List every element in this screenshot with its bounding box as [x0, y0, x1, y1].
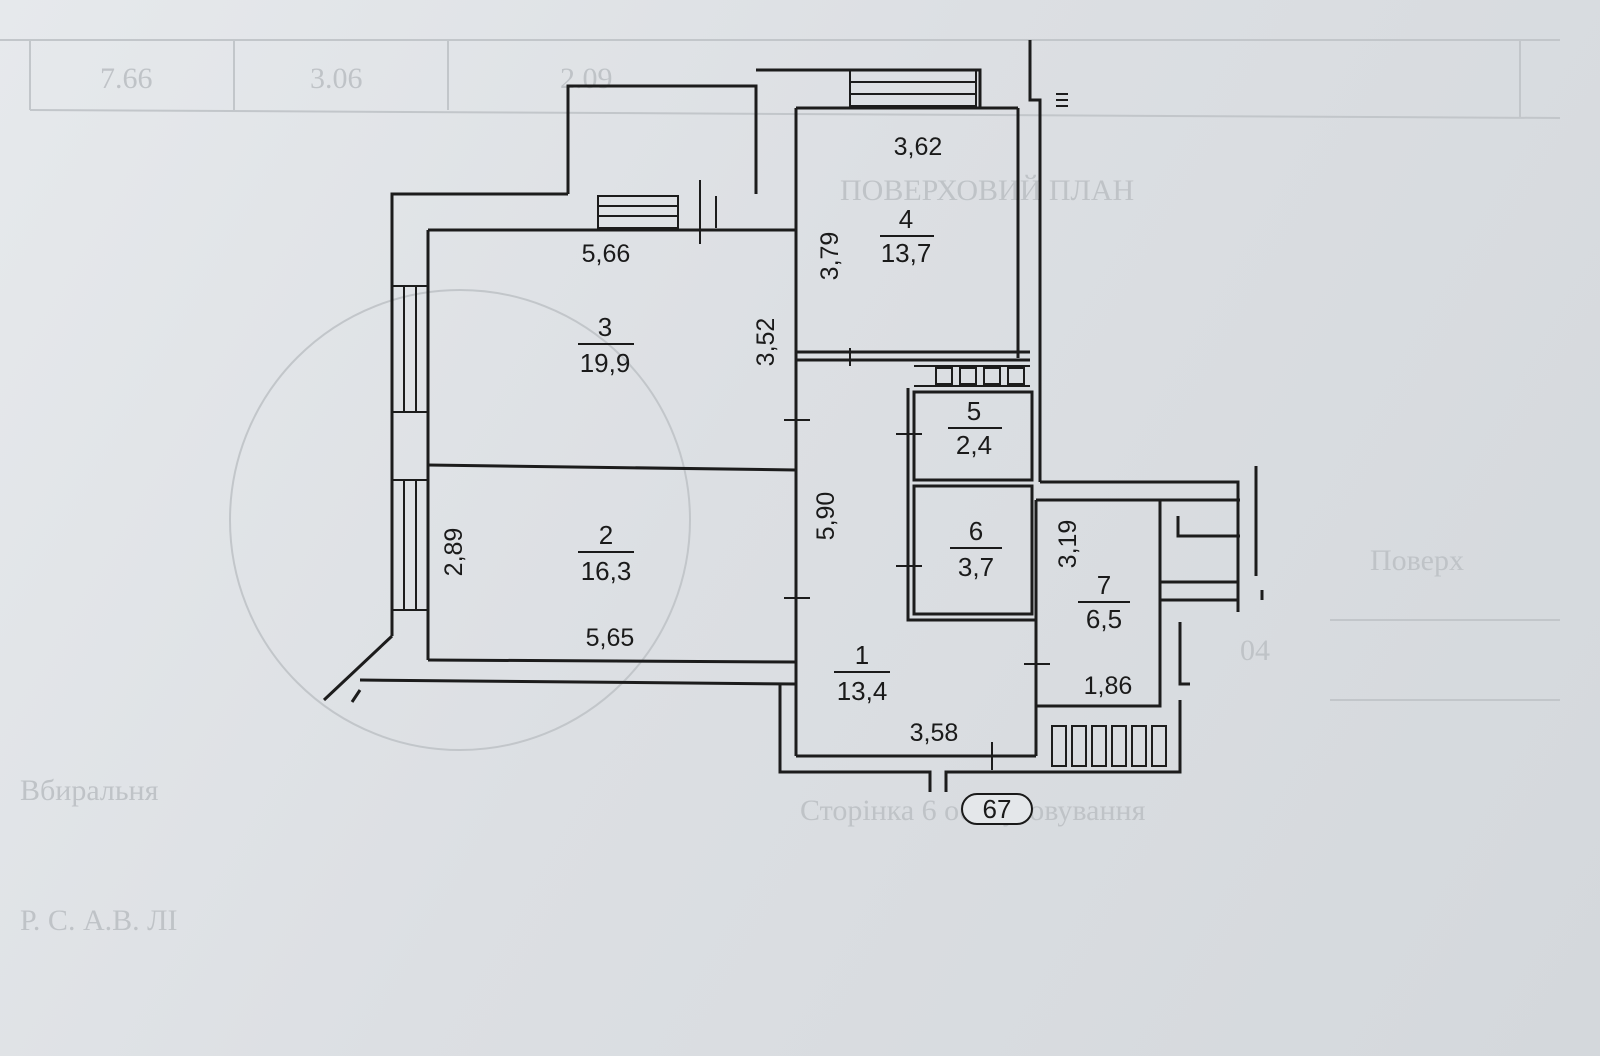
- apartment-number: 67: [983, 794, 1012, 824]
- dim-room2-width: 5,65: [586, 624, 635, 652]
- windows: [391, 69, 1068, 611]
- room-2-number: 2: [599, 520, 613, 550]
- door-ticks: [784, 348, 1050, 770]
- room-6-area: 3,7: [958, 552, 994, 582]
- dim-room3-depth: 3,52: [752, 318, 780, 367]
- header-value-1: 7.66: [100, 62, 153, 95]
- dim-room1-width: 3,58: [910, 719, 959, 747]
- background-ghost-text: 7.66 3.06 2.09 ПОВЕРХОВИЙ ПЛАН Поверх 04…: [20, 62, 1464, 937]
- dim-room7-depth: 3,19: [1054, 520, 1082, 569]
- room-6-number: 6: [969, 516, 983, 546]
- room-4-number: 4: [899, 204, 913, 234]
- background-ghost-lines: [0, 39, 1561, 751]
- ghost-heading: ПОВЕРХОВИЙ ПЛАН: [840, 174, 1134, 207]
- ghost-row4: Р. С. А.В. ЛІ: [20, 904, 177, 937]
- room-3: 3 19,9: [578, 312, 634, 378]
- room-4-area: 13,7: [881, 238, 932, 268]
- room-1-number: 1: [855, 640, 869, 670]
- room-4: 4 13,7: [880, 204, 934, 268]
- room-3-number: 3: [598, 312, 612, 342]
- room-7: 7 6,5: [1078, 570, 1130, 634]
- room-6: 6 3,7: [950, 516, 1002, 582]
- dim-room2-depth: 2,89: [440, 528, 468, 577]
- dim-room4-depth: 3,79: [816, 232, 844, 281]
- ghost-row1-right: 04: [1240, 634, 1270, 667]
- ghost-row2: Вбиральня: [20, 774, 159, 807]
- dim-room7-width: 1,86: [1084, 672, 1133, 700]
- room-5: 5 2,4: [948, 396, 1002, 460]
- dim-room3-width: 5,66: [582, 240, 631, 268]
- room-2-area: 16,3: [581, 556, 632, 586]
- ghost-row1-left: Поверх: [1370, 544, 1464, 577]
- room-3-area: 19,9: [580, 348, 631, 378]
- room-2: 2 16,3: [578, 520, 634, 586]
- room-5-number: 5: [967, 396, 981, 426]
- dimensions: 5,66 3,52 5,65 2,89 3,62 3,79 5,90 3,58 …: [440, 133, 1132, 747]
- vent-blocks: [935, 367, 1167, 767]
- room-5-area: 2,4: [956, 430, 992, 460]
- room-1: 1 13,4: [834, 640, 890, 706]
- apartment-number-badge: 67: [961, 793, 1033, 825]
- room-7-number: 7: [1097, 570, 1111, 600]
- dim-room1-depth: 5,90: [812, 492, 840, 541]
- dim-room4-width: 3,62: [894, 133, 943, 161]
- header-value-2: 3.06: [310, 62, 363, 95]
- room-1-area: 13,4: [837, 676, 888, 706]
- room-7-area: 6,5: [1086, 604, 1122, 634]
